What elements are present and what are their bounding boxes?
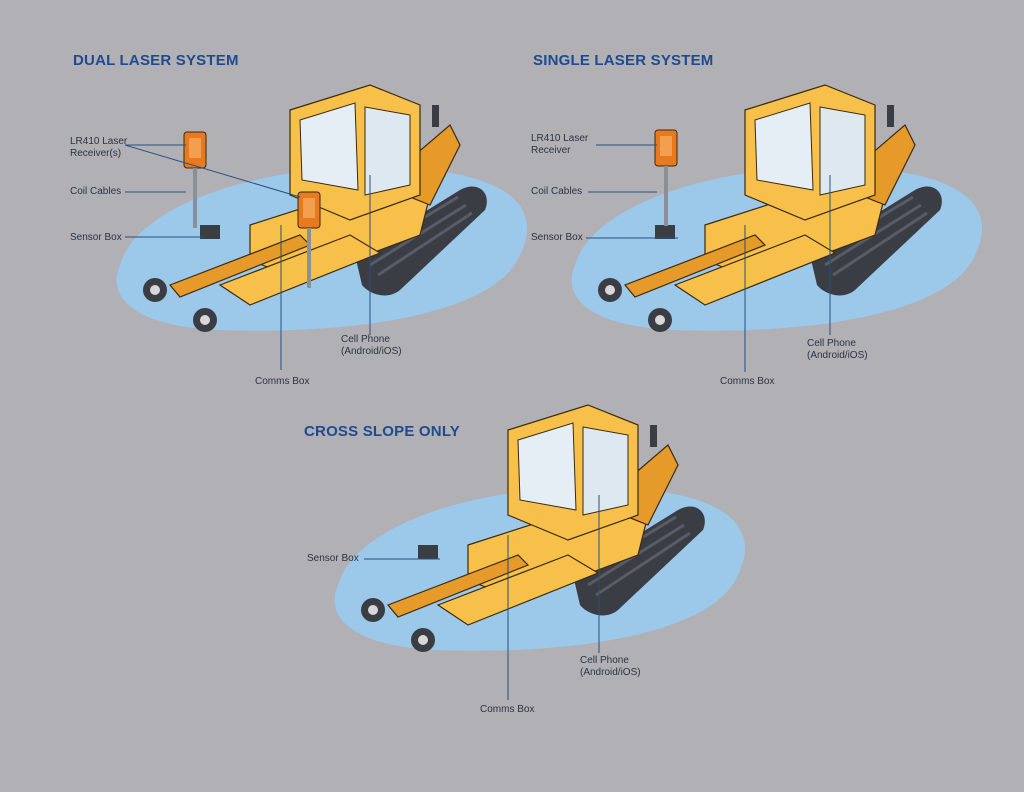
callout-cell-phone-dual: Cell Phone (Android/iOS) xyxy=(341,334,402,357)
leader-lines-dual xyxy=(124,144,371,370)
callout-comms-box-single: Comms Box xyxy=(720,376,775,387)
machine-illustration-dual xyxy=(115,83,529,334)
callout-coil-cables-single: Coil Cables xyxy=(531,186,583,197)
title-dual-laser: DUAL LASER SYSTEM xyxy=(73,52,239,69)
callout-laser-receiver-dual: LR410 Laser Receiver(s) xyxy=(70,136,128,159)
leader-lines-single xyxy=(586,144,831,372)
machine-illustration-single xyxy=(570,83,984,334)
title-single-laser: SINGLE LASER SYSTEM xyxy=(533,52,714,69)
callout-sensor-box-cross: Sensor Box xyxy=(307,553,359,564)
callout-coil-cables-dual: Coil Cables xyxy=(70,186,122,197)
callout-comms-box-cross: Comms Box xyxy=(480,704,535,715)
callout-sensor-box-single: Sensor Box xyxy=(531,232,583,243)
machine-illustration-cross-slope xyxy=(333,403,747,654)
callout-comms-box-dual: Comms Box xyxy=(255,376,310,387)
callout-cell-phone-cross: Cell Phone (Android/iOS) xyxy=(580,655,641,678)
callout-cell-phone-single: Cell Phone (Android/iOS) xyxy=(807,338,868,361)
callout-sensor-box-dual: Sensor Box xyxy=(70,232,122,243)
title-cross-slope: CROSS SLOPE ONLY xyxy=(304,423,461,440)
callout-laser-receiver-single: LR410 Laser Receiver xyxy=(531,133,589,156)
leader-lines-cross xyxy=(364,495,600,700)
